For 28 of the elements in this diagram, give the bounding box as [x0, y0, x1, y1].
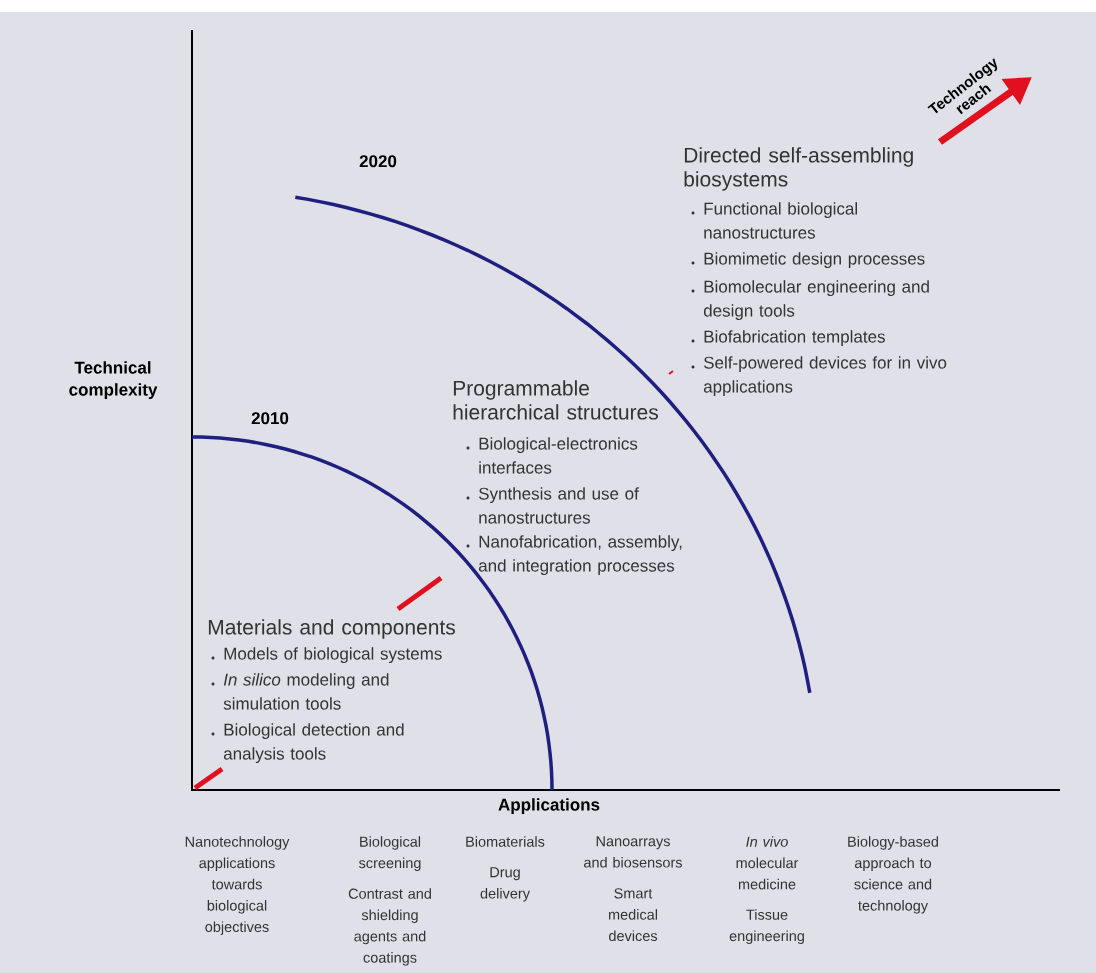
- application-text: Drug delivery: [480, 867, 530, 902]
- application-text: Biomaterials: [466, 836, 545, 847]
- bullet-item: Biological-electronics interfaces: [466, 437, 638, 474]
- axis-label: 2010: [251, 412, 289, 425]
- application-text: In vivo molecular medicine: [736, 836, 799, 890]
- bullet-item: Biomolecular engineering and design tools: [691, 280, 929, 321]
- application-text: Contrast and shielding agents and coatings: [348, 888, 431, 966]
- application-text: Biological screening: [359, 836, 421, 871]
- axis-label: Technical complexity: [69, 361, 158, 400]
- bullet-item: In silico modeling and simulation tools: [211, 673, 389, 710]
- bullet-item: Biological detection and analysis tools: [211, 723, 404, 764]
- bullet-item: Synthesis and use of nanostructures: [466, 487, 639, 524]
- bullet-item: Self-powered devices for in vivo applications: [691, 356, 947, 397]
- group-heading: Materials and components: [208, 619, 455, 639]
- application-text: Smart medical devices: [609, 888, 658, 942]
- application-text: Nanoarrays and biosensors: [584, 836, 683, 868]
- bullet-item: Nanofabrication, assembly, and integration processes: [466, 535, 682, 576]
- application-text: Nanotechnology applications towards biological objectives: [185, 836, 290, 935]
- application-text: Biology-based approach to science and technology: [848, 836, 938, 914]
- bullet-item: Biomimetic design processes: [691, 252, 925, 269]
- axis-label: Applications: [498, 798, 600, 815]
- application-text: Tissue engineering: [729, 909, 804, 944]
- group-heading: Directed self-assembling biosystems: [684, 147, 913, 191]
- bullet-item: Functional biological nanostructures: [691, 202, 857, 239]
- bullet-item: Biofabrication templates: [691, 330, 885, 347]
- bullet-item: Models of biological systems: [211, 647, 442, 664]
- group-heading: Programmable hierarchical structures: [453, 380, 658, 420]
- axis-label: 2020: [359, 155, 397, 168]
